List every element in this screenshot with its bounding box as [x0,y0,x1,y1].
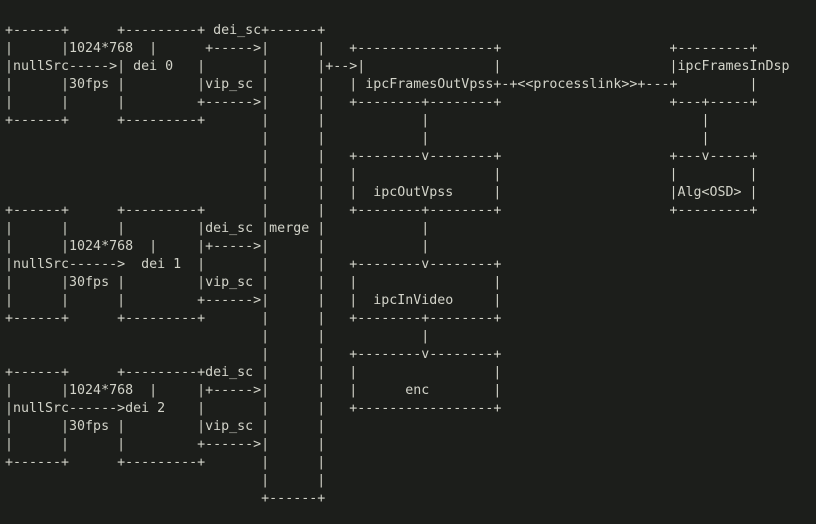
ascii-pipeline-diagram: +------+ +---------+ dei_sc+------+ | |1… [5,23,790,506]
